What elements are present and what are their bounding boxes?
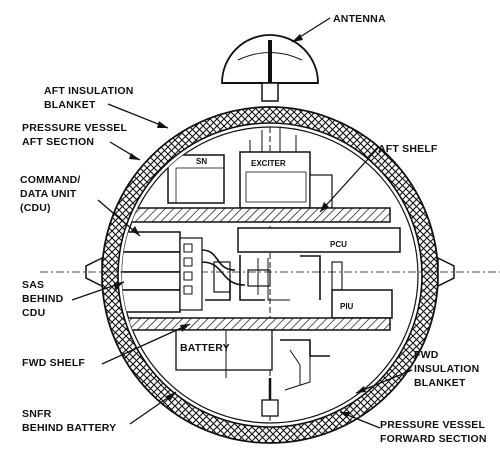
sn-label: SN [196, 157, 207, 166]
fwd-insulation-label-1: FWD [414, 349, 439, 361]
sas-label-1: SAS [22, 279, 44, 291]
antenna-label: ANTENNA [333, 13, 386, 25]
fwd-shelf [122, 317, 391, 331]
sn-exciter-module [167, 128, 333, 209]
fwd-insulation-label-3: BLANKET [414, 377, 466, 389]
outer-labels: ANTENNA AFT INSULATION BLANKET PRESSURE … [20, 13, 487, 445]
aft-insulation-label-2: BLANKET [44, 99, 96, 111]
pv-fwd-label-2: FORWARD SECTION [380, 433, 487, 445]
fwd-shelf-label: FWD SHELF [22, 357, 85, 369]
aft-shelf [122, 207, 391, 223]
piu-label: PIU [340, 302, 354, 311]
cdu-label-2: DATA UNIT [20, 188, 77, 200]
pv-aft-label-2: AFT SECTION [22, 136, 94, 148]
aft-shelf-label: AFT SHELF [378, 143, 438, 155]
battery-module [175, 329, 330, 391]
pv-aft-label-1: PRESSURE VESSEL [22, 122, 127, 134]
pcu-unit [237, 227, 401, 253]
sas-label-2: BEHIND [22, 293, 64, 305]
pv-fwd-label-1: PRESSURE VESSEL [380, 419, 485, 431]
battery-label: BATTERY [180, 342, 230, 354]
forward-port [261, 378, 279, 417]
antenna-dome [221, 34, 319, 102]
cdu-stack [122, 231, 203, 313]
leader-lines [71, 17, 413, 429]
cdu-label-3: (CDU) [20, 202, 51, 214]
cdu-label-1: COMMAND/ [20, 174, 81, 186]
wiring-harness [201, 249, 321, 301]
fwd-insulation-label-2: INSULATION [414, 363, 479, 375]
sas-label-3: CDU [22, 307, 45, 319]
exciter-label: EXCITER [251, 159, 286, 168]
snfr-label-1: SNFR [22, 408, 52, 420]
snfr-label-2: BEHIND BATTERY [22, 422, 116, 434]
equator-flange [40, 256, 500, 288]
pcu-label: PCU [330, 240, 347, 249]
aft-insulation-label-1: AFT INSULATION [44, 85, 134, 97]
